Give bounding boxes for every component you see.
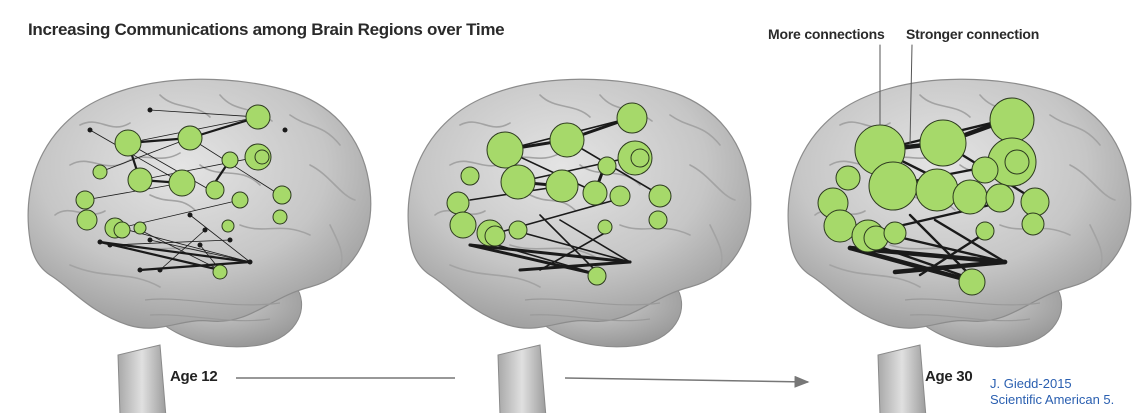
age-label-end: Age 30 <box>925 368 972 385</box>
credit-source: Scientific American 5. <box>990 392 1114 408</box>
age-label-start: Age 12 <box>170 368 217 385</box>
annotation-more-connections: More connections <box>768 26 885 42</box>
annotation-stronger-connection: Stronger connection <box>906 26 1039 42</box>
figure-title: Increasing Communications among Brain Re… <box>28 20 504 40</box>
credit-author: J. Giedd-2015 <box>990 376 1072 392</box>
right-arrow-icon <box>565 378 808 382</box>
